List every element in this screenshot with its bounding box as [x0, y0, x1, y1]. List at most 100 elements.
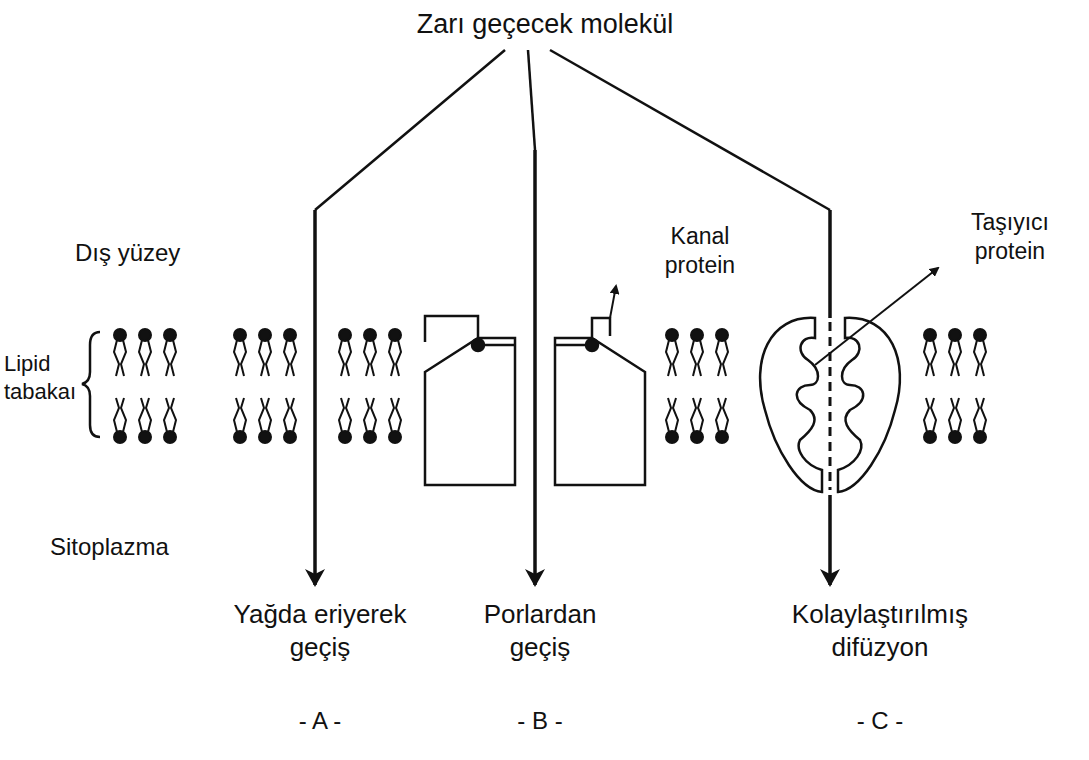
phospholipid [364, 398, 369, 432]
phospholipid [666, 431, 678, 443]
passage-arrow [828, 495, 832, 585]
phospholipid [241, 398, 246, 432]
phospholipid [234, 431, 246, 443]
phospholipid [723, 398, 728, 432]
process-label: Porlardan geçiş [460, 598, 620, 663]
phospholipid [931, 398, 936, 432]
phospholipid [949, 340, 954, 376]
process-label: Yağda eriyerek geçiş [213, 598, 428, 663]
phospholipid [924, 340, 929, 376]
phospholipid [284, 431, 296, 443]
phospholipid [716, 340, 721, 376]
callout-letter: - C - [830, 706, 930, 736]
phospholipid [716, 398, 721, 432]
phospholipid [291, 340, 296, 376]
phospholipid [259, 340, 264, 376]
phospholipid [164, 329, 176, 341]
phospholipid [931, 340, 936, 376]
molecule-lines [315, 50, 830, 210]
phospholipid [981, 340, 986, 376]
phospholipid [949, 431, 961, 443]
phospholipid [259, 398, 264, 432]
phospholipid [666, 329, 678, 341]
phospholipid [241, 340, 246, 376]
phospholipid [284, 398, 289, 432]
phospholipid [974, 398, 979, 432]
phospholipid [981, 398, 986, 432]
phospholipid [139, 340, 144, 376]
phospholipid [346, 398, 351, 432]
passage-arrow [828, 210, 832, 318]
phospholipid [389, 398, 394, 432]
phospholipid [924, 431, 936, 443]
phospholipid [691, 431, 703, 443]
phospholipid [164, 431, 176, 443]
passage-arrow [313, 210, 317, 585]
carrier-protein [760, 318, 900, 492]
phospholipid [364, 340, 369, 376]
phospholipid [723, 340, 728, 376]
phospholipid [666, 398, 671, 432]
phospholipid [164, 340, 169, 376]
lipid-brace [82, 332, 100, 437]
callout-letter: - B - [490, 706, 590, 736]
phospholipid [364, 329, 376, 341]
phospholipid [924, 398, 929, 432]
phospholipid [974, 329, 986, 341]
phospholipid [114, 398, 119, 432]
phospholipid [284, 340, 289, 376]
part-label: Lipid tabakaı [4, 350, 84, 405]
phospholipid [956, 340, 961, 376]
phospholipid [234, 329, 246, 341]
phospholipid [234, 398, 239, 432]
phospholipid [716, 329, 728, 341]
phospholipid [146, 398, 151, 432]
passage-arrow-dashed [829, 322, 832, 490]
phospholipid [114, 431, 126, 443]
phospholipid [396, 340, 401, 376]
phospholipid [121, 340, 126, 376]
leader-line [610, 286, 616, 318]
part-label: Kanal protein [638, 222, 763, 280]
phospholipid [673, 340, 678, 376]
surface-label: Dış yüzey [75, 238, 245, 268]
leader-line [815, 268, 938, 365]
phospholipid [716, 431, 728, 443]
molecule-label: Zarı geçecek molekül [365, 8, 725, 42]
phospholipid [666, 340, 671, 376]
phospholipid [974, 431, 986, 443]
part-label: Taşıyıcı protein [948, 208, 1073, 266]
phospholipid [698, 398, 703, 432]
phospholipid [346, 340, 351, 376]
region-label: Sitoplazma [50, 532, 230, 562]
phospholipid [949, 329, 961, 341]
phospholipid [339, 398, 344, 432]
phospholipid [114, 340, 119, 376]
phospholipid [339, 431, 351, 443]
passage-arrow [533, 150, 537, 585]
phospholipid [139, 329, 151, 341]
phospholipid [291, 398, 296, 432]
phospholipid [164, 398, 169, 432]
phospholipid [389, 329, 401, 341]
phospholipid [339, 340, 344, 376]
phospholipid [266, 398, 271, 432]
phospholipid [146, 340, 151, 376]
phospholipid [974, 340, 979, 376]
phospholipid [364, 431, 376, 443]
phospholipid [691, 329, 703, 341]
phospholipid [949, 398, 954, 432]
phospholipid [956, 398, 961, 432]
phospholipid [171, 340, 176, 376]
phospholipid [259, 329, 271, 341]
phospholipid [371, 340, 376, 376]
phospholipid [139, 431, 151, 443]
process-label: Kolaylaştırılmış difüzyon [760, 598, 1000, 663]
phospholipid [389, 340, 394, 376]
phospholipid [171, 398, 176, 432]
phospholipid [691, 340, 696, 376]
phospholipid [259, 431, 271, 443]
phospholipid [698, 340, 703, 376]
callout-letter: - A - [270, 706, 370, 736]
phospholipid [691, 398, 696, 432]
